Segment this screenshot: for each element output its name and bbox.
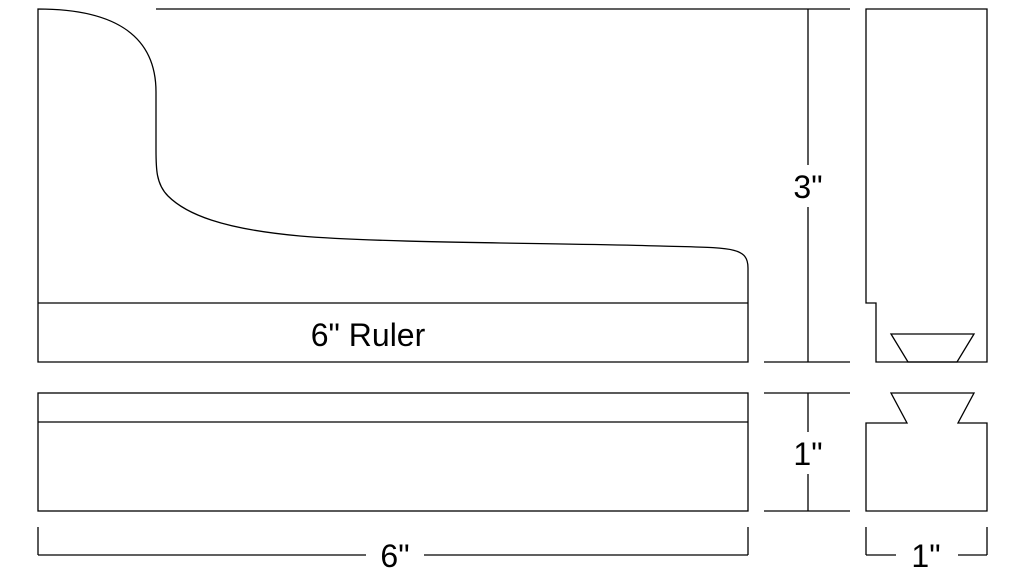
length-dimension-label: 6" bbox=[380, 538, 409, 574]
front-view-outline bbox=[37, 8, 749, 363]
bottom-view bbox=[37, 392, 749, 512]
side-view bbox=[865, 8, 988, 363]
end-view bbox=[865, 392, 988, 512]
side-view-dovetail-slot bbox=[889, 333, 976, 363]
thickness-dimension: 1" bbox=[764, 392, 850, 512]
bottom-view-outline bbox=[37, 392, 749, 512]
depth-dimension: 1" bbox=[865, 527, 988, 574]
height-dimension-label: 3" bbox=[793, 169, 822, 205]
front-view: 6" Ruler bbox=[37, 8, 749, 363]
length-dimension: 6" bbox=[37, 527, 749, 574]
depth-dimension-label: 1" bbox=[911, 538, 940, 574]
height-dimension: 3" bbox=[764, 9, 850, 363]
ruler-label: 6" Ruler bbox=[311, 317, 426, 353]
side-view-outline bbox=[865, 8, 988, 363]
thickness-dimension-label: 1" bbox=[793, 436, 822, 472]
end-view-outline bbox=[865, 392, 988, 512]
